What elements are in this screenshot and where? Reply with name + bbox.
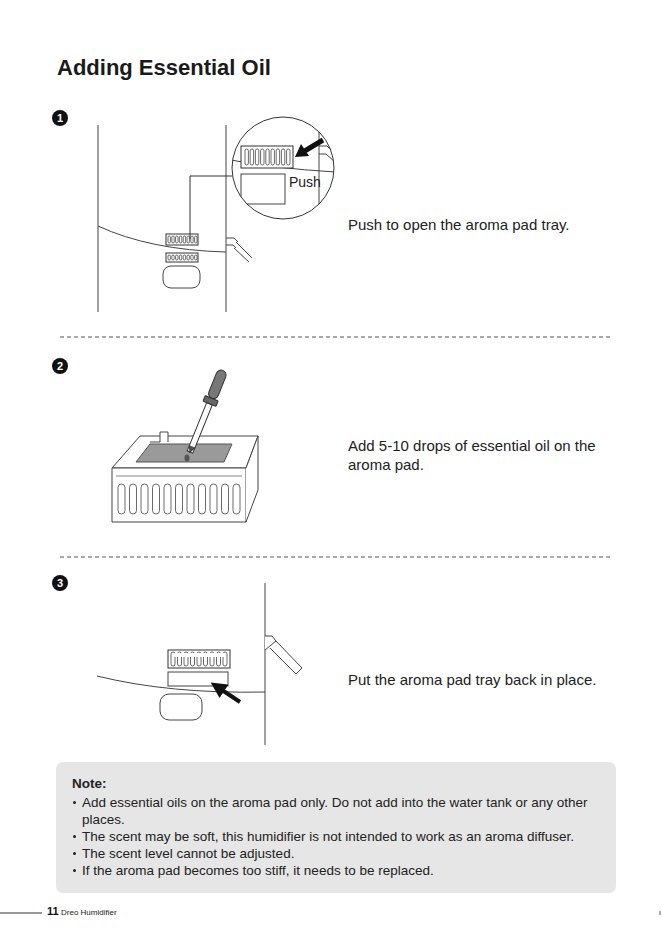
magnifier-callout: Push <box>231 116 335 220</box>
tray-slots <box>168 236 197 243</box>
step-number: 3 <box>52 575 68 591</box>
step-number: 1 <box>52 110 68 126</box>
note-box: Note: Add essential oils on the aroma pad… <box>56 762 616 893</box>
note-item: Add essential oils on the aroma pad only… <box>72 794 600 828</box>
aroma-tray <box>168 650 230 668</box>
power-cord <box>226 238 252 262</box>
aroma-pad <box>136 444 232 462</box>
callout-text: Push <box>289 174 321 190</box>
vent-slots <box>168 255 197 260</box>
humidifier-body <box>97 583 265 745</box>
page-number: 11 <box>47 905 59 917</box>
humidifier-body <box>98 125 226 312</box>
separator <box>60 337 612 338</box>
aroma-tray <box>112 432 258 522</box>
instruction-text: Push to open the aroma pad tray. <box>348 215 570 234</box>
note-item: The scent level cannot be adjusted. <box>72 845 600 862</box>
separator <box>60 557 612 558</box>
instruction-text: Put the aroma pad tray back in place. <box>348 670 596 689</box>
footer-rule <box>0 913 42 914</box>
magnifier-outline <box>231 116 335 220</box>
step-number: 2 <box>52 358 68 374</box>
tray-slots <box>118 484 240 514</box>
oil-drop <box>185 455 190 462</box>
note-item: The scent may be soft, this humidifier i… <box>72 828 600 845</box>
instruction-text: Add 5-10 drops of essential oil on the a… <box>348 436 598 474</box>
vent <box>166 253 198 262</box>
leader-line <box>190 176 232 239</box>
footer-text: Dreo Humidifier <box>61 908 117 917</box>
crop-mark <box>660 911 661 915</box>
note-heading: Note: <box>72 775 600 792</box>
button <box>160 694 202 720</box>
power-cord <box>265 636 302 674</box>
aroma-tray <box>166 234 198 245</box>
page-title: Adding Essential Oil <box>57 55 271 81</box>
vent <box>168 672 228 686</box>
note-item: If the aroma pad becomes too stiff, it n… <box>72 862 600 879</box>
push-arrow <box>216 686 240 702</box>
dropper <box>184 368 230 455</box>
tray-slots <box>171 652 227 666</box>
button <box>163 266 200 288</box>
